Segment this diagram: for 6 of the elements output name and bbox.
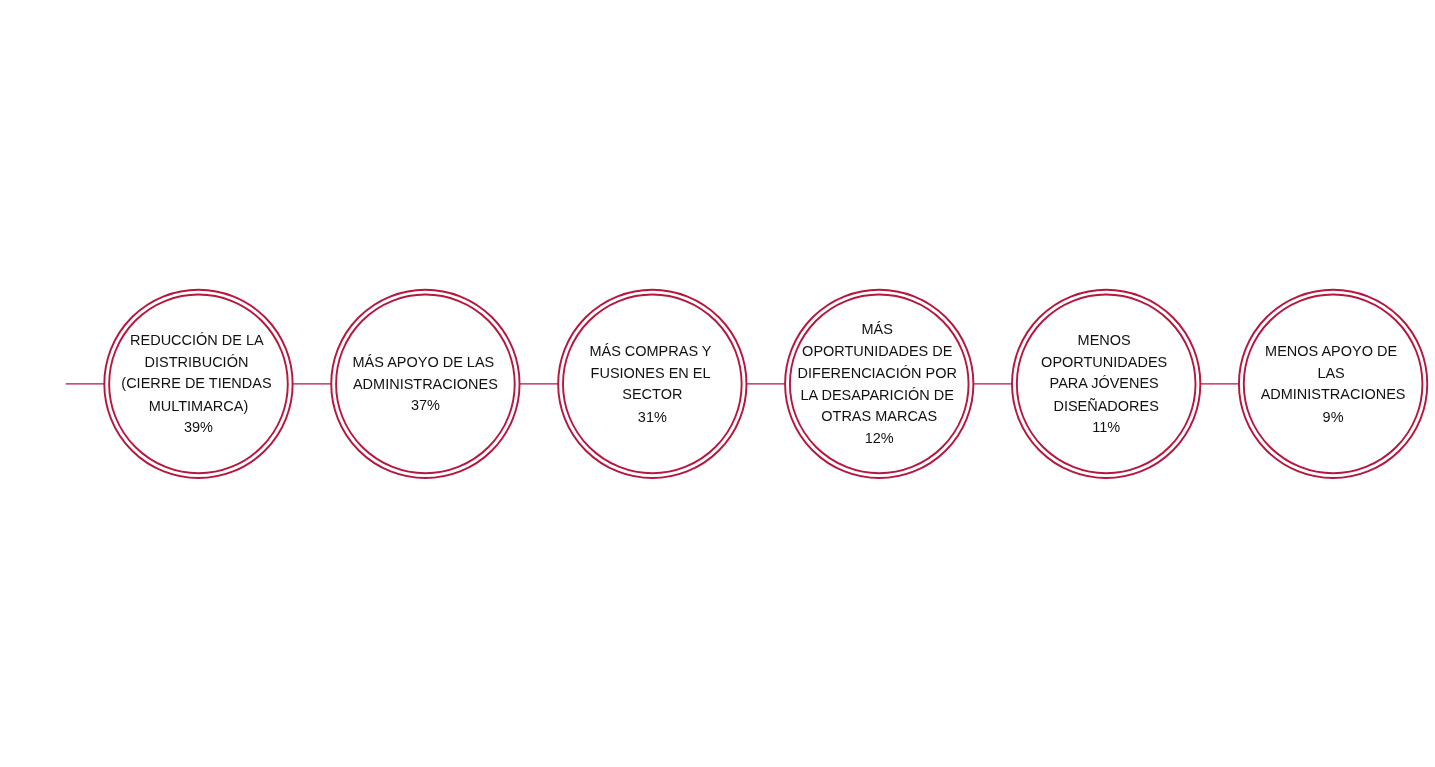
node-circle: MENOS OPORTUNIDADES PARA JÓVENES DISEÑADORES 11%: [1011, 288, 1202, 479]
node-circle: REDUCCIÓN DE LA DISTRIBUCIÓN (CIERRE DE TIENDAS MULTIMARCA) 39%: [103, 288, 294, 479]
node-circle: MENOS APOYO DE LAS ADMINISTRACIONES 9%: [1238, 288, 1429, 479]
node-circle: MÁS OPORTUNIDADES DE DIFERENCIACIÓN POR LA DESAPARICIÓN DE OTRAS MARCAS 12%: [784, 288, 975, 479]
node-circle: MÁS COMPRAS Y FUSIONES EN EL SECTOR 31%: [557, 288, 748, 479]
node-circle: MÁS APOYO DE LAS ADMINISTRACIONES 37%: [330, 288, 521, 479]
